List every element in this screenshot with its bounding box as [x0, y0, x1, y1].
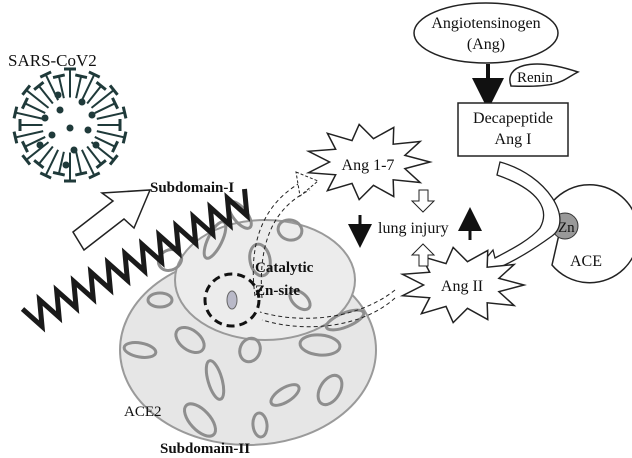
decapeptide-node	[457, 102, 569, 157]
ang17-node	[305, 123, 433, 201]
dashed-arrow-from-ang2	[259, 289, 396, 319]
zn-label: Zn	[558, 220, 575, 236]
sars-cov2-virus-icon	[12, 67, 128, 183]
virus-binding-arrow	[72, 189, 152, 252]
ace-label: ACE	[570, 253, 602, 270]
ang2-node	[399, 246, 527, 324]
angiotensinogen-abbrev: (Ang)	[467, 36, 505, 53]
renin-label: Renin	[517, 70, 553, 86]
catalytic-label-2: Zn-site	[255, 283, 300, 299]
ace-enzyme	[549, 183, 632, 284]
ang2-label: Ang II	[441, 278, 483, 295]
subdomain-1-label: Subdomain-I	[150, 180, 234, 196]
ang17-effect-arrow	[410, 189, 436, 213]
angiotensinogen-label: Angiotensinogen	[431, 15, 540, 32]
angiotensinogen-node	[413, 2, 559, 64]
ang17-label: Ang 1-7	[342, 157, 395, 174]
subdomain-2-label: Subdomain-II	[160, 441, 250, 457]
dashed-arrow-to-ang17	[252, 182, 301, 297]
ang1-to-ang2-arrow	[476, 161, 561, 280]
dark-helix	[20, 188, 251, 333]
virus-label: SARS-CoV2	[8, 51, 97, 70]
renin-node	[509, 63, 580, 88]
ang2-effect-arrow	[410, 243, 436, 267]
ace2-label: ACE2	[124, 404, 162, 420]
catalytic-site-marker	[203, 272, 261, 328]
lung-injury-label: lung injury	[378, 220, 449, 237]
ang1-label: Ang I	[495, 131, 532, 148]
catalytic-label-1: Catalytic	[255, 260, 314, 276]
ace2-protein-structure	[20, 188, 377, 446]
decapeptide-label: Decapeptide	[473, 110, 553, 127]
